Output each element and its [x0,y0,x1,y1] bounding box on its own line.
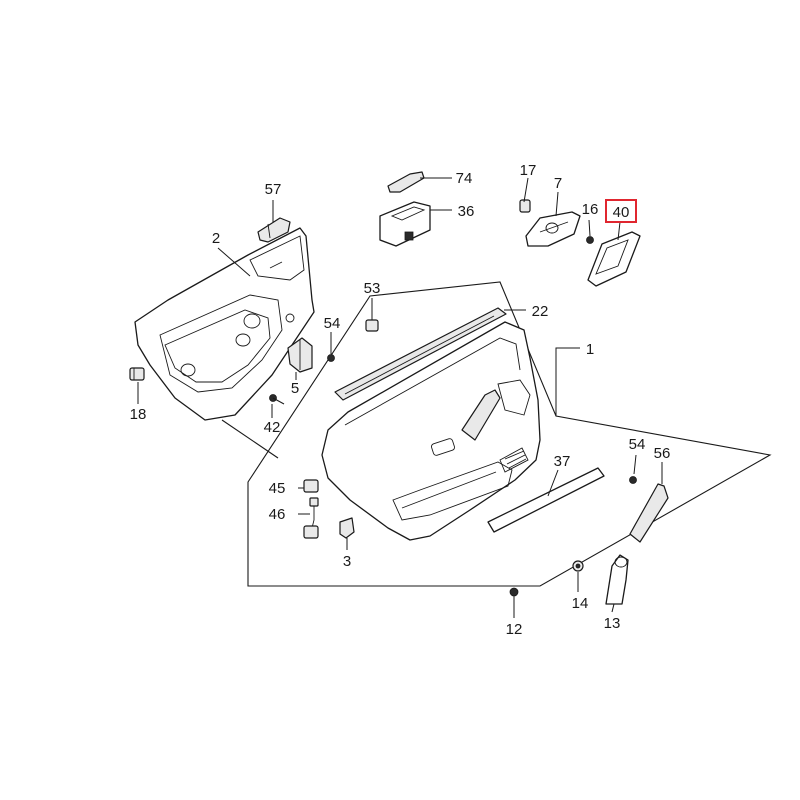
label-46: 46 [269,506,286,523]
lower-trim-strip-37 [487,467,605,533]
clip-3 [339,517,355,539]
label-56: 56 [654,445,671,462]
handle-bracket-13 [605,554,629,605]
door-inner-panel [134,227,315,421]
clip-57 [257,217,291,243]
screw-42 [269,394,285,405]
label-2: 2 [212,230,220,247]
speaker-grille [499,447,529,473]
label-74: 74 [456,170,473,187]
screw-54-upper [327,354,335,362]
connector-45 [303,479,319,493]
clip-18 [129,367,145,381]
belt-weatherstrip-22 [334,307,507,401]
label-45: 45 [269,480,286,497]
label-37: 37 [554,453,571,470]
label-18: 18 [130,406,147,423]
inside-handle-7 [525,211,581,247]
screw-12 [509,587,519,602]
label-54-upper: 54 [324,315,341,332]
label-53: 53 [364,280,381,297]
window-switch-36 [379,201,431,247]
screw-16 [586,236,594,244]
label-42: 42 [264,419,281,436]
cover-74 [387,171,425,193]
label-57: 57 [265,181,282,198]
label-54-lower: 54 [629,436,646,453]
assembly-frame [247,281,772,587]
bulb-socket-46 [303,497,319,539]
frame-line-inner [221,419,279,459]
label-17: 17 [520,162,537,179]
label-7: 7 [554,175,562,192]
grommet-14 [572,560,584,572]
highlight-box-40 [605,199,637,223]
label-40: 40 [613,204,630,221]
door-trim-panel [321,321,541,541]
label-16: 16 [582,201,599,218]
label-36: 36 [458,203,475,220]
label-13: 13 [604,615,621,632]
label-12: 12 [506,621,523,638]
screw-54-lower [629,476,637,484]
clip-53 [365,319,379,332]
leader-lines [137,177,663,618]
label-22: 22 [532,303,549,320]
label-3: 3 [343,553,351,570]
clip-17 [519,199,531,213]
handle-bezel-40 [587,231,641,287]
label-5: 5 [291,380,299,397]
pull-handle-56 [629,483,669,543]
bracket-5 [287,337,313,373]
label-1: 1 [586,341,594,358]
label-14: 14 [572,595,589,612]
